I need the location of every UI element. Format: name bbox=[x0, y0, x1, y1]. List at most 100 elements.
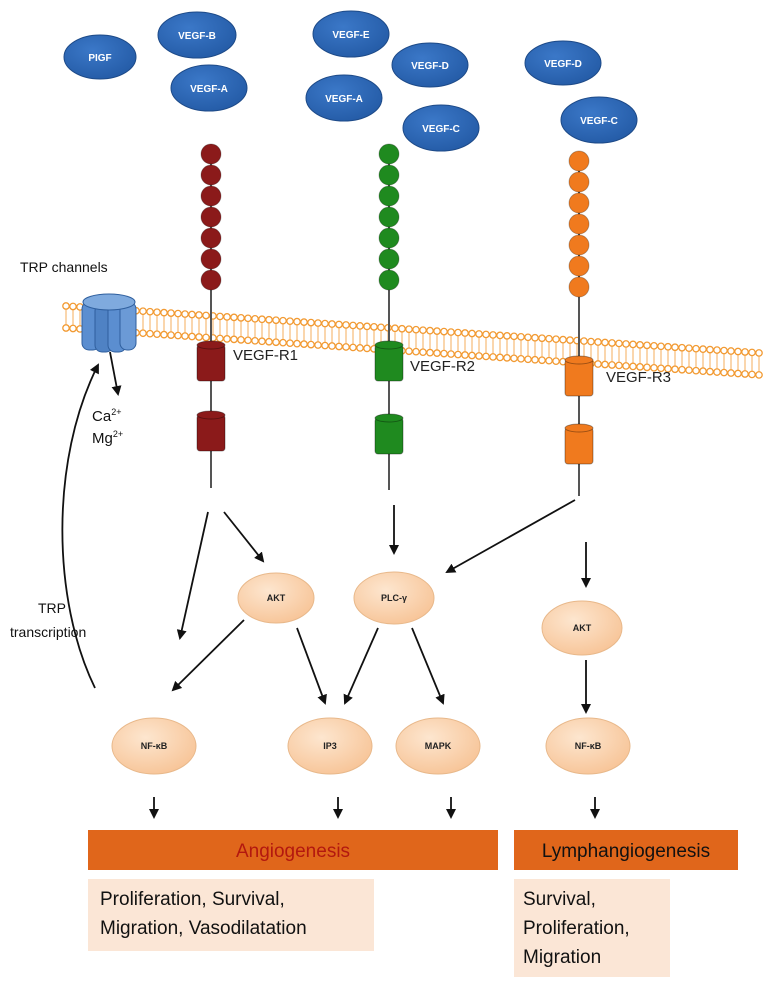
lipid-head-outer bbox=[405, 325, 413, 334]
lipid-head-outer bbox=[167, 309, 175, 317]
lipid-head-inner bbox=[279, 338, 287, 347]
arrow-trp-to-ions bbox=[109, 351, 122, 396]
lipid-head-outer bbox=[643, 341, 651, 350]
lipid-head-inner bbox=[335, 342, 343, 351]
lipid-head-inner bbox=[300, 340, 308, 348]
kinase-domain-top bbox=[196, 410, 226, 420]
angiogenesis-title: Angiogenesis bbox=[236, 841, 350, 862]
lipid-head-inner bbox=[671, 365, 679, 374]
kinase-domain bbox=[374, 344, 404, 382]
lymphangiogenesis-title: Lymphangiogenesis bbox=[542, 841, 710, 862]
lipid-head-outer bbox=[461, 329, 469, 337]
angiogenesis-effects-box: Proliferation, Survival, Migration, Vaso… bbox=[88, 879, 374, 951]
lipid-head-outer bbox=[349, 321, 357, 330]
node-akt-left: AKT bbox=[237, 572, 315, 624]
lipid-head-outer bbox=[503, 332, 511, 340]
trp-transcription-label-line2: transcription bbox=[10, 624, 86, 640]
ligand-vegf-d-r3: VEGF-D bbox=[524, 40, 602, 86]
lipid-head-outer bbox=[356, 322, 364, 330]
lipid-head-outer bbox=[517, 332, 525, 341]
lipid-head-outer bbox=[223, 313, 231, 321]
lipid-head-outer bbox=[510, 332, 518, 341]
lipid-head-outer bbox=[377, 323, 385, 332]
lipid-head-outer bbox=[258, 315, 266, 324]
lipid-head-inner bbox=[552, 357, 560, 366]
lipid-head-inner bbox=[734, 369, 742, 378]
lipid-head-outer bbox=[230, 313, 238, 322]
lipid-head-inner bbox=[440, 349, 448, 358]
arrow-r3-to-plc bbox=[445, 499, 576, 573]
lipid-head-inner bbox=[251, 336, 259, 345]
receptor-vegf-r3-label: VEGF-R3 bbox=[606, 369, 671, 386]
lipid-head-inner bbox=[412, 347, 420, 356]
lipid-head-outer bbox=[524, 333, 532, 342]
lipid-head-inner bbox=[608, 361, 616, 369]
receptor-vegf-r2-label: VEGF-R2 bbox=[410, 358, 475, 375]
ligand-vegf-d-r2-label: VEGF-D bbox=[411, 61, 449, 72]
ligand-vegf-e: VEGF-E bbox=[312, 10, 390, 58]
lipid-head-outer bbox=[153, 308, 161, 317]
lipid-head-inner bbox=[174, 331, 182, 340]
lipid-head-outer bbox=[188, 310, 196, 319]
lipid-head-inner bbox=[160, 330, 168, 339]
lipid-head-inner bbox=[692, 366, 700, 375]
lipid-head-inner bbox=[307, 340, 315, 349]
lipid-head-inner bbox=[258, 337, 266, 346]
node-mapk: MAPK bbox=[395, 717, 481, 775]
lipid-head-inner bbox=[286, 339, 294, 348]
receptor-vegf-r1 bbox=[196, 143, 226, 488]
arrow-plc-to-ip3 bbox=[343, 627, 379, 705]
lipid-head-inner bbox=[741, 370, 749, 378]
ligand-vegf-c-r2: VEGF-C bbox=[402, 104, 480, 152]
ligand-vegf-a-r1: VEGF-A bbox=[170, 64, 248, 112]
arrow-r1-to-nfkb bbox=[176, 511, 209, 640]
lipid-head-inner bbox=[720, 368, 728, 377]
node-akt-right-label: AKT bbox=[573, 623, 592, 633]
ig-domain bbox=[200, 206, 222, 228]
kinase-domain-top bbox=[564, 423, 594, 433]
lipid-head-outer bbox=[545, 334, 553, 343]
angiogenesis-banner: Angiogenesis bbox=[88, 830, 498, 870]
lipid-head-outer bbox=[629, 340, 637, 349]
lipid-head-inner bbox=[202, 333, 210, 342]
lipid-head-inner bbox=[223, 335, 231, 343]
lipid-head-inner bbox=[167, 331, 175, 339]
ligand-vegf-b: VEGF-B bbox=[157, 11, 237, 59]
node-akt-right: AKT bbox=[541, 600, 623, 656]
kinase-domain bbox=[196, 344, 226, 382]
lipid-head-inner bbox=[356, 344, 364, 352]
arrow-plc-to-mapk bbox=[411, 627, 445, 705]
lipid-head-inner bbox=[755, 371, 763, 379]
lymphangiogenesis-effects-line2: Proliferation, bbox=[523, 918, 630, 939]
lipid-head-inner bbox=[524, 355, 532, 364]
ig-domain bbox=[378, 185, 400, 207]
lipid-head-inner bbox=[706, 367, 714, 376]
lymphangiogenesis-effects-line1: Survival, bbox=[523, 889, 596, 910]
node-nfkb-left: NF-κB bbox=[111, 717, 197, 775]
lipid-head-outer bbox=[713, 346, 721, 354]
trp-channels-label: TRP channels bbox=[20, 259, 108, 275]
lipid-head-outer bbox=[671, 343, 679, 352]
lipid-head-outer bbox=[489, 331, 497, 339]
lipid-head-inner bbox=[188, 332, 196, 341]
lipid-head-outer bbox=[139, 307, 147, 316]
lipid-head-inner bbox=[293, 339, 301, 348]
lipid-head-outer bbox=[566, 336, 574, 344]
lipid-head-outer bbox=[601, 338, 609, 347]
lipid-head-outer bbox=[741, 348, 749, 356]
lipid-head-outer bbox=[706, 345, 714, 354]
ig-domain bbox=[200, 185, 222, 207]
lipid-head-outer bbox=[678, 343, 686, 352]
ig-domain bbox=[378, 164, 400, 186]
kinase-domain bbox=[196, 414, 226, 452]
lipid-head-inner bbox=[244, 336, 252, 345]
ligand-vegf-b-label: VEGF-B bbox=[178, 31, 216, 42]
lipid-head-outer bbox=[664, 342, 672, 351]
ig-domain bbox=[568, 171, 590, 193]
lipid-head-inner bbox=[447, 350, 455, 358]
ig-domain bbox=[568, 255, 590, 277]
lipid-head-outer bbox=[216, 312, 224, 321]
lipid-head-outer bbox=[335, 320, 343, 329]
lipid-head-outer bbox=[636, 341, 644, 349]
